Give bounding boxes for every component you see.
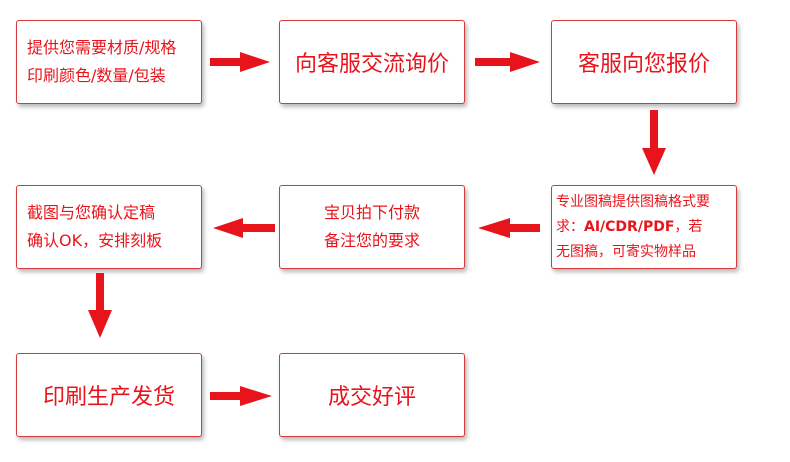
step-confirm-draft-line2: 确认OK，安排刻板: [27, 231, 163, 250]
step-inquire-service-text: 向客服交流询价: [294, 52, 449, 77]
step-artwork-format-line3: 无图稿，可寄实物样品: [556, 243, 696, 260]
step-service-quote-text: 客服向您报价: [577, 52, 710, 77]
step-order-payment-line1: 宝贝拍下付款: [323, 203, 420, 222]
step-confirm-draft-line1: 截图与您确认定稿: [27, 203, 156, 222]
arrow-left-2: [213, 218, 275, 238]
step-confirm-draft: 截图与您确认定稿 确认OK，安排刻板: [16, 185, 202, 269]
step-artwork-format: 专业图稿提供图稿格式要 求：AI/CDR/PDF，若 无图稿，可寄实物样品: [551, 185, 737, 269]
step-service-quote: 客服向您报价: [551, 20, 737, 104]
step-artwork-format-prefix: 求：: [556, 218, 584, 235]
step-inquire-service: 向客服交流询价: [279, 20, 465, 104]
step-order-payment: 宝贝拍下付款 备注您的要求: [279, 185, 465, 269]
step-good-review: 成交好评: [279, 353, 465, 437]
step-order-payment-line2: 备注您的要求: [323, 231, 420, 250]
step-good-review-text: 成交好评: [327, 385, 416, 410]
step-artwork-format-line1: 专业图稿提供图稿格式要: [556, 193, 710, 210]
step-artwork-format-line2: 求：AI/CDR/PDF，若: [556, 215, 736, 240]
arrow-down-2: [88, 273, 112, 338]
step-provide-specs-line2: 印刷颜色/数量/包装: [27, 66, 166, 85]
arrow-down-1: [642, 110, 666, 175]
step-artwork-format-suffix: ，若: [674, 218, 703, 235]
step-print-ship-text: 印刷生产发货: [42, 385, 175, 410]
step-provide-specs: 提供您需要材质/规格 印刷颜色/数量/包装: [16, 20, 202, 104]
step-print-ship: 印刷生产发货: [16, 353, 202, 437]
arrow-right-1: [210, 52, 270, 72]
arrow-right-3: [210, 386, 272, 406]
step-artwork-format-types: AI/CDR/PDF: [584, 218, 675, 235]
arrow-right-2: [475, 52, 540, 72]
arrow-left-1: [478, 218, 540, 238]
step-provide-specs-line1: 提供您需要材质/规格: [27, 38, 177, 57]
